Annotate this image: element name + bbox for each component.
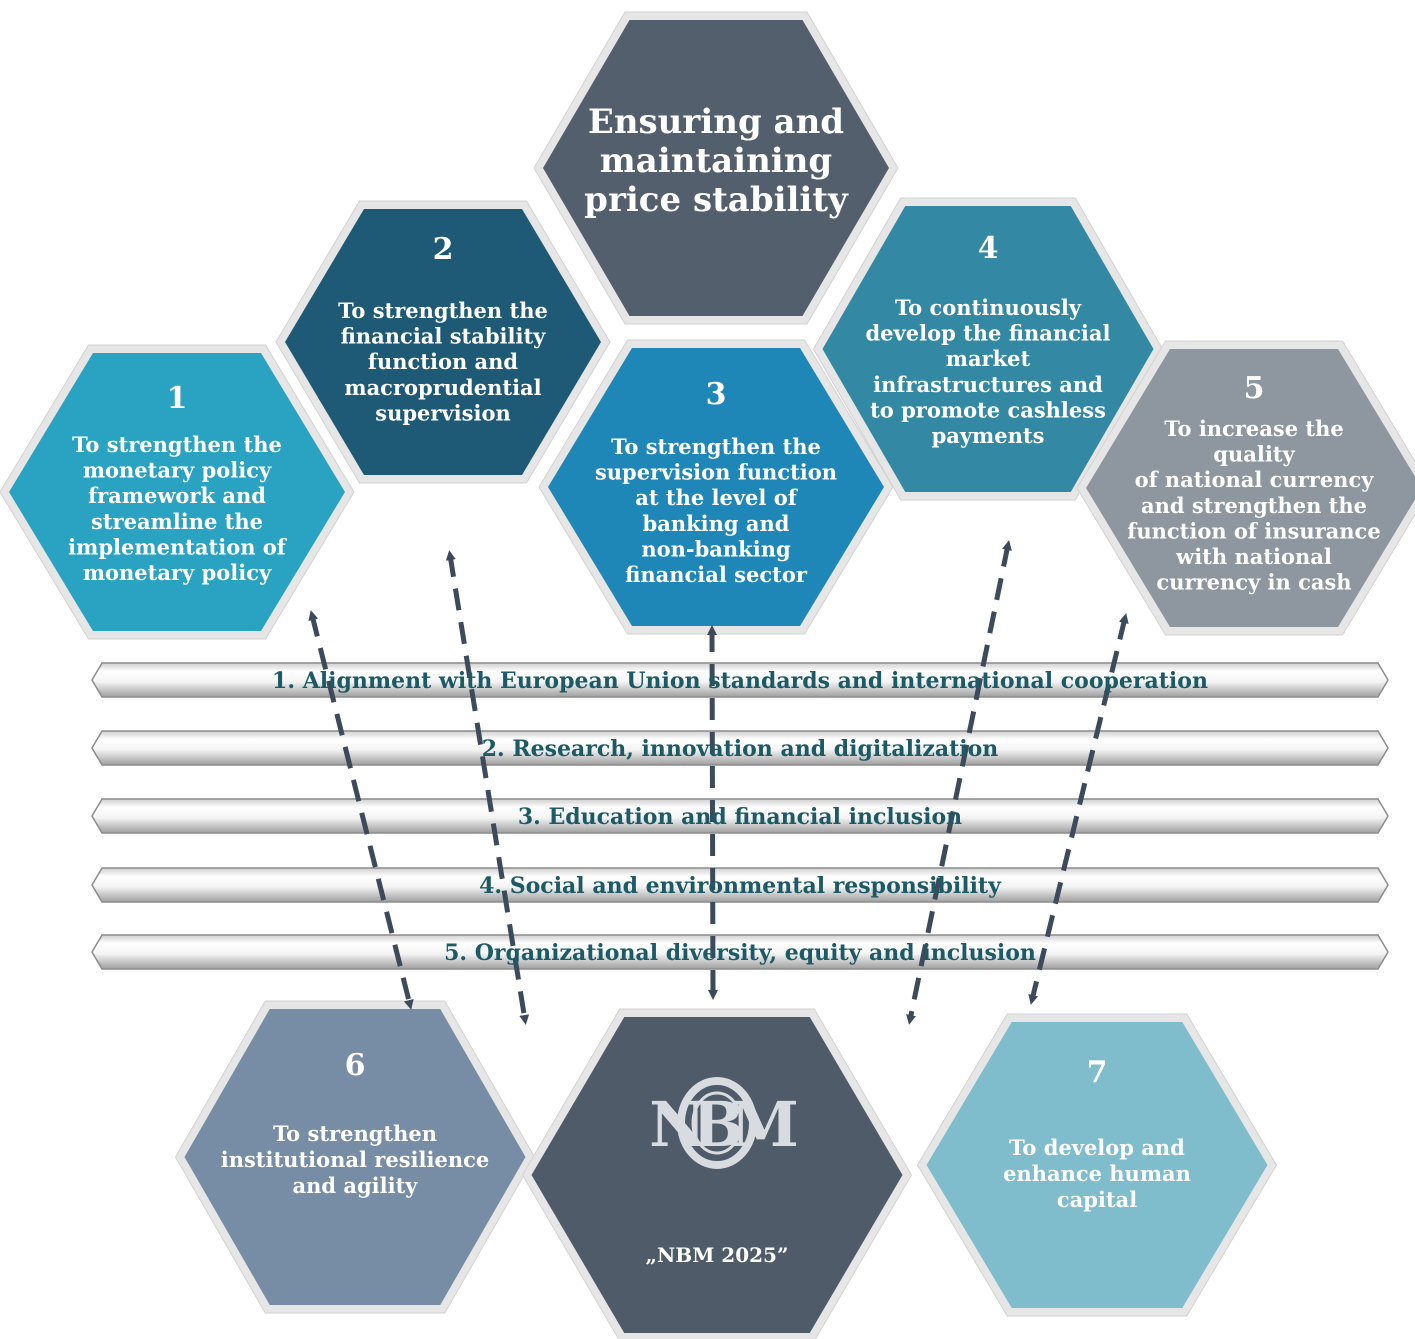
hex-body bbox=[531, 1017, 903, 1333]
objective-text-line: macroprudential bbox=[344, 375, 541, 400]
objective-number: 4 bbox=[978, 231, 999, 266]
objective-text-line: institutional resilience bbox=[221, 1147, 490, 1172]
objective-text-line: with national bbox=[1175, 544, 1332, 569]
objective-text-line: supervision bbox=[375, 400, 510, 425]
cross-cutting-labels: 1. Alignment with European Union standar… bbox=[272, 668, 1208, 966]
objective-number: 7 bbox=[1087, 1055, 1108, 1090]
center-goal-line: Ensuring and bbox=[588, 102, 844, 142]
objective-text-line: streamline the bbox=[91, 509, 263, 534]
objective-text-line: framework and bbox=[88, 483, 266, 508]
band-label-1: 1. Alignment with European Union standar… bbox=[272, 668, 1208, 694]
objective-text-line: market bbox=[946, 346, 1031, 371]
center-goal-line: maintaining bbox=[600, 141, 832, 181]
hex-body bbox=[285, 209, 601, 475]
center-goal-line: price stability bbox=[584, 180, 849, 220]
objective-text-line: To develop and bbox=[1009, 1135, 1185, 1160]
objective-text-line: banking and bbox=[643, 511, 790, 536]
objective-text-line: supervision function bbox=[595, 460, 837, 485]
objective-text-line: To strengthen the bbox=[611, 434, 821, 459]
objective-text-line: monetary policy bbox=[83, 560, 272, 585]
arrow-objective-4-to-logo bbox=[906, 540, 1012, 1025]
objective-number: 6 bbox=[345, 1048, 366, 1083]
objective-text-line: To strengthen the bbox=[338, 298, 548, 323]
monogram-letters: NBM bbox=[649, 1088, 796, 1161]
objective-text-line: payments bbox=[932, 423, 1045, 448]
hex-body bbox=[822, 206, 1154, 492]
objective-text-line: financial sector bbox=[625, 562, 808, 587]
objective-text-line: To strengthen the bbox=[72, 432, 282, 457]
hex-body bbox=[926, 1022, 1268, 1308]
objective-number: 3 bbox=[706, 377, 727, 412]
hex-body bbox=[548, 348, 884, 626]
objective-text-line: to promote cashless bbox=[870, 397, 1106, 422]
band-label-2: 2. Research, innovation and digitalizati… bbox=[482, 736, 999, 762]
band-label-5: 5. Organizational diversity, equity and … bbox=[444, 940, 1036, 966]
objective-number: 2 bbox=[433, 232, 454, 267]
band-label-3: 3. Education and financial inclusion bbox=[518, 804, 962, 830]
objective-text-line: currency in cash bbox=[1156, 570, 1351, 595]
objective-text-line: and agility bbox=[293, 1173, 419, 1198]
objective-text-line: implementation of bbox=[68, 534, 288, 559]
hex-body bbox=[543, 20, 889, 316]
objective-text-line: enhance human bbox=[1003, 1161, 1191, 1186]
objective-text-line: monetary policy bbox=[83, 458, 272, 483]
objective-text-line: function and bbox=[368, 349, 518, 374]
objective-text-line: To strengthen bbox=[273, 1121, 437, 1146]
objective-text-line: To continuously bbox=[895, 295, 1082, 320]
hex-body bbox=[184, 1009, 526, 1305]
hex-center-logo: NBM „NBM 2025” bbox=[521, 1008, 913, 1339]
objective-text-line: quality bbox=[1213, 442, 1295, 467]
nbm-monogram-logo: NBM bbox=[649, 1077, 810, 1169]
objective-text-line: function of insurance bbox=[1127, 518, 1380, 543]
objective-text-line: non-banking bbox=[641, 536, 791, 561]
objective-text-line: capital bbox=[1057, 1187, 1137, 1212]
logo-caption: „NBM 2025” bbox=[646, 1243, 789, 1267]
band-label-4: 4. Social and environmental responsibili… bbox=[479, 873, 1002, 899]
objective-text-line: and strengthen the bbox=[1141, 493, 1367, 518]
arrow-objective-3-to-logo bbox=[707, 625, 718, 1000]
objective-text-line: infrastructures and bbox=[873, 372, 1103, 397]
objective-number: 5 bbox=[1244, 371, 1265, 406]
arrow-objective-5-to-7 bbox=[1028, 613, 1129, 1005]
objective-text-line: of national currency bbox=[1135, 467, 1375, 492]
objective-text-line: at the level of bbox=[635, 485, 798, 510]
hex-body bbox=[1086, 349, 1415, 627]
arrow-layer bbox=[308, 540, 1129, 1025]
objective-text-line: financial stability bbox=[341, 324, 547, 349]
objective-text-line: To increase the bbox=[1164, 416, 1343, 441]
arrow-objective-2-to-logo bbox=[445, 550, 530, 1025]
objective-text-line: develop the financial bbox=[866, 321, 1111, 346]
objective-number: 1 bbox=[167, 381, 188, 416]
hex-body bbox=[9, 353, 345, 631]
